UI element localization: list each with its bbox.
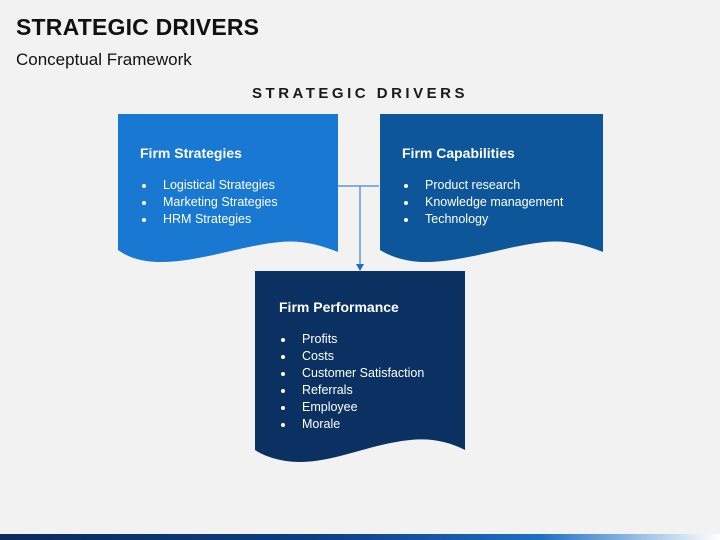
list-item: Referrals [279,382,424,399]
slide-title: STRATEGIC DRIVERS [16,14,260,40]
footer-accent-bar [0,534,720,540]
box-title: Firm Strategies [140,145,242,161]
bullet-list: Profits Costs Customer Satisfaction Refe… [279,331,424,433]
diagram-heading: STRATEGIC DRIVERS [252,85,468,102]
list-item: Profits [279,331,424,348]
list-item: HRM Strategies [140,211,278,228]
box-firm-performance-content: Firm Performance Profits Costs Customer … [279,299,424,433]
list-item: Customer Satisfaction [279,365,424,382]
list-item: Morale [279,416,424,433]
box-firm-capabilities-content: Firm Capabilities Product research Knowl… [402,145,563,228]
box-title: Firm Capabilities [402,145,515,161]
list-item: Knowledge management [402,194,563,211]
box-firm-strategies-content: Firm Strategies Logistical Strategies Ma… [140,145,278,228]
bullet-list: Logistical Strategies Marketing Strategi… [140,177,278,228]
list-item: Product research [402,177,563,194]
bullet-list: Product research Knowledge management Te… [402,177,563,228]
list-item: Logistical Strategies [140,177,278,194]
connector-arrowhead [356,264,364,271]
list-item: Marketing Strategies [140,194,278,211]
list-item: Costs [279,348,424,365]
list-item: Technology [402,211,563,228]
box-firm-performance [255,271,465,462]
slide-subtitle: Conceptual Framework [16,50,192,69]
box-firm-capabilities [380,114,603,262]
box-title: Firm Performance [279,299,399,315]
box-firm-strategies [118,114,338,262]
list-item: Employee [279,399,424,416]
